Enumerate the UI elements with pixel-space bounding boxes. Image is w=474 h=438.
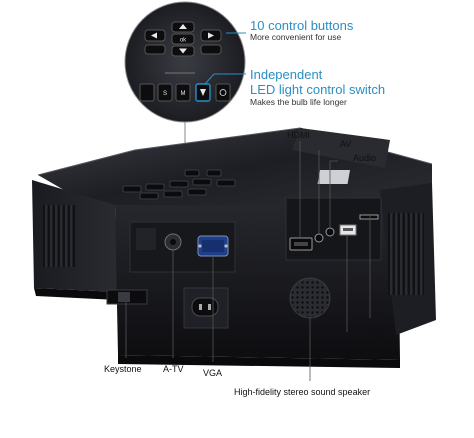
ok-button[interactable] (171, 33, 195, 45)
speaker-label: High-fidelity stereo sound speaker (234, 387, 371, 397)
keypad-zoom: ok S M (124, 1, 246, 123)
buttons-callout-title: 10 control buttons (250, 18, 354, 33)
sd-slot[interactable] (359, 214, 379, 220)
ok-label: ok (180, 38, 187, 44)
led-bulb-icon (200, 89, 206, 96)
menu-right-button[interactable] (200, 44, 222, 55)
right-grille (388, 213, 424, 295)
av-port[interactable] (314, 233, 324, 243)
power-button[interactable] (215, 83, 231, 102)
ir-window (136, 228, 156, 250)
audio-port[interactable] (325, 227, 335, 237)
keystone-slider[interactable] (118, 292, 130, 302)
av-label: AV (340, 139, 352, 149)
led-callout-subtitle: Makes the bulb life longer (250, 97, 347, 107)
m-button-label: M (181, 91, 186, 97)
source-button[interactable] (139, 83, 155, 102)
power-icon (219, 89, 227, 96)
top-keypad (122, 169, 236, 200)
port-lines (125, 141, 371, 381)
callout-lines (204, 32, 246, 85)
led-callout-title-line1: Independent (250, 67, 323, 82)
left-grille (42, 205, 75, 267)
power-socket[interactable] (191, 297, 219, 317)
menu-left-button[interactable] (144, 44, 166, 55)
sd-label: SD (370, 324, 383, 334)
vga-label: VGA (203, 368, 223, 378)
audio-label: Audio (353, 153, 377, 163)
s-button-label: S (163, 91, 167, 97)
projector-body (32, 127, 436, 368)
m-button[interactable] (175, 83, 191, 102)
atv-label: A-TV (163, 364, 184, 374)
led-callout-title-line2: LED light control switch (250, 82, 386, 97)
s-button[interactable] (157, 83, 173, 102)
usb-label: USB (351, 338, 370, 348)
keystone-label: Keystone (104, 364, 142, 374)
hdmi-label: HDMI (287, 130, 310, 140)
buttons-callout-subtitle: More convenient for use (250, 32, 342, 42)
speaker (289, 277, 331, 319)
